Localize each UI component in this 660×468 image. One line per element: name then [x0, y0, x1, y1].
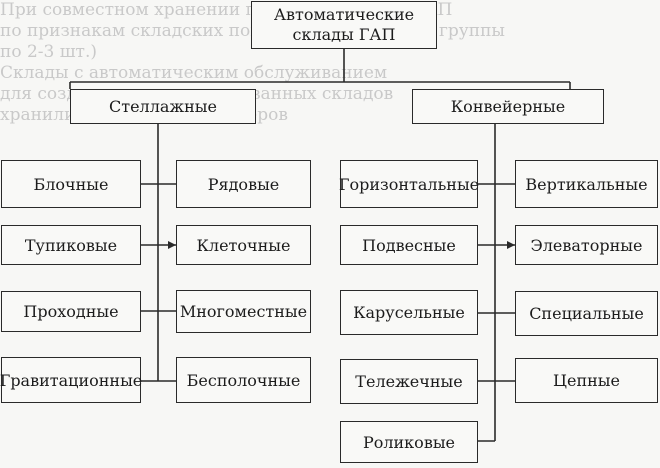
leaf-node: Карусельные — [340, 290, 478, 335]
leaf-node: Гравитационные — [0, 357, 142, 403]
leaf-node: Бесполочные — [176, 357, 311, 403]
leaf-node: Вертикальные — [515, 160, 658, 208]
root-line-1: Автоматические — [273, 5, 415, 24]
leaf-node: Проходные — [1, 291, 141, 332]
leaf-node: Специальные — [515, 291, 658, 336]
bg-line: Склады с автоматическим обслуживанием — [0, 63, 388, 83]
leaf-node: Тупиковые — [1, 225, 141, 265]
leaf-node: Рядовые — [176, 160, 311, 208]
root-line-2: склады ГАП — [292, 25, 396, 44]
branch-node-left: Стеллажные — [70, 89, 256, 124]
bg-line: по 2-3 шт.) — [0, 42, 97, 62]
leaf-node: Горизонтальные — [339, 160, 479, 208]
leaf-node: Подвесные — [340, 225, 478, 265]
branch-node-right: Конвейерные — [412, 89, 604, 124]
leaf-node: Роликовые — [340, 421, 478, 463]
leaf-node: Клеточные — [176, 225, 311, 265]
leaf-node: Цепные — [515, 358, 658, 403]
leaf-node: Блочные — [1, 160, 141, 208]
leaf-node: Многоместные — [176, 290, 311, 333]
root-node: Автоматические склады ГАП — [251, 1, 437, 49]
leaf-node: Тележечные — [340, 359, 478, 404]
leaf-node: Элеваторные — [515, 225, 658, 265]
